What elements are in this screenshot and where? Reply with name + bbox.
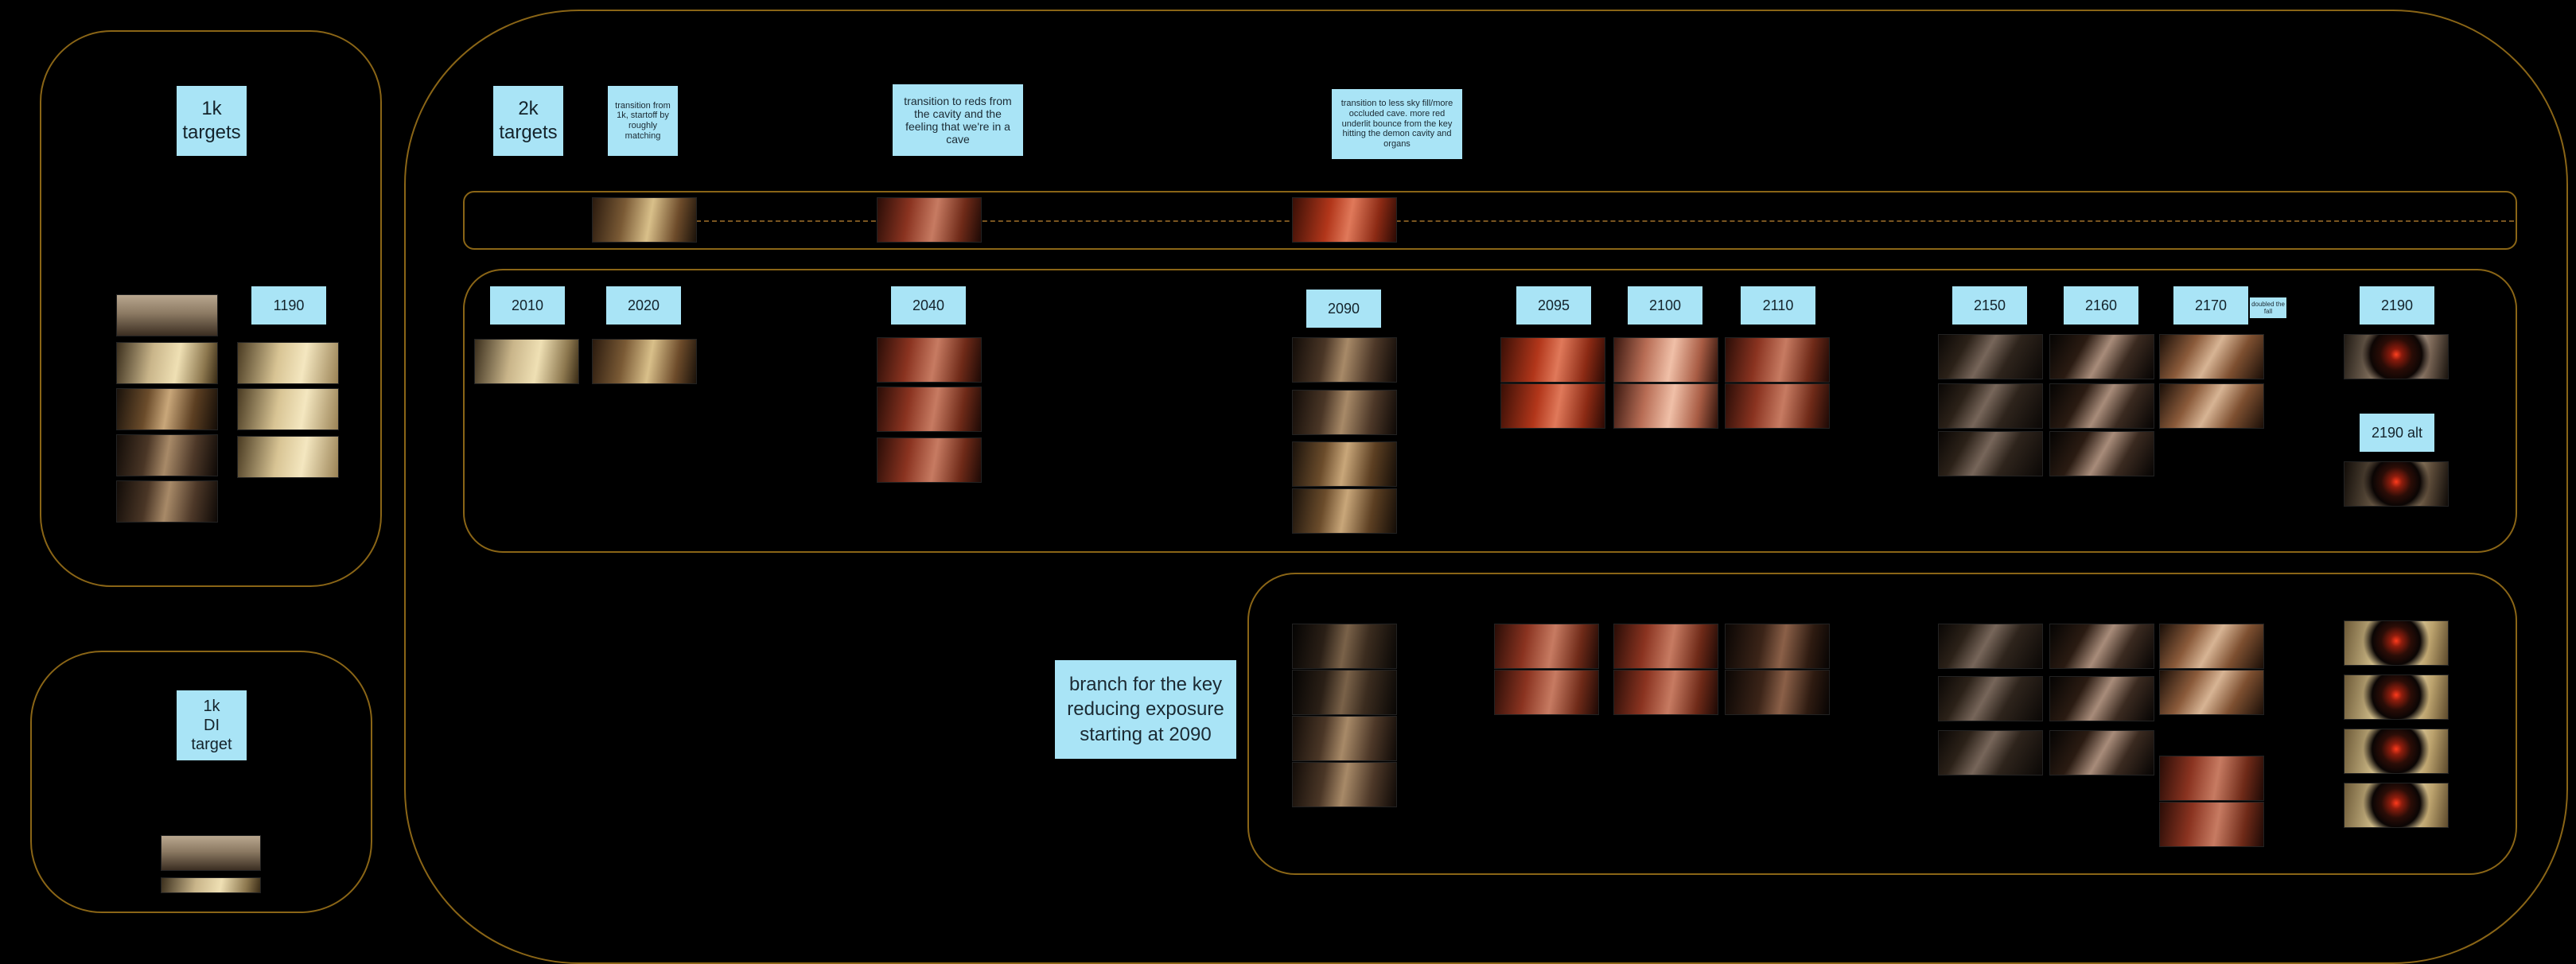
label-1k-di-target: 1k DI target — [177, 690, 247, 760]
thumbnail[interactable] — [1725, 624, 1830, 669]
thumbnail[interactable] — [2344, 620, 2449, 666]
thumbnail[interactable] — [1613, 670, 1718, 715]
thumbnail[interactable] — [877, 197, 982, 243]
thumbnail[interactable] — [1613, 383, 1718, 429]
label-2010: 2010 — [490, 286, 565, 325]
thumbnail[interactable] — [2049, 431, 2154, 476]
label-2190-alt: 2190 alt — [2360, 414, 2434, 452]
thumbnail[interactable] — [2159, 334, 2264, 379]
thumbnail[interactable] — [1500, 337, 1605, 383]
note-doubled-the-fall: doubled the fall — [2250, 297, 2286, 318]
thumbnail[interactable] — [116, 434, 218, 476]
thumbnail[interactable] — [1613, 624, 1718, 669]
thumbnail[interactable] — [237, 342, 339, 384]
thumbnail[interactable] — [116, 480, 218, 523]
thumbnail[interactable] — [592, 197, 697, 243]
thumbnail[interactable] — [1292, 488, 1397, 534]
thumbnail[interactable] — [2049, 624, 2154, 669]
thumbnail[interactable] — [877, 387, 982, 432]
frame-2k-row — [463, 191, 2517, 250]
thumbnail[interactable] — [1494, 670, 1599, 715]
thumbnail[interactable] — [2159, 624, 2264, 669]
thumbnail[interactable] — [474, 339, 579, 384]
thumbnail[interactable] — [592, 339, 697, 384]
note-transition-from-1k: transition from 1k, startoff by roughly … — [608, 86, 678, 156]
thumbnail[interactable] — [237, 388, 339, 430]
label-1190: 1190 — [251, 286, 326, 325]
thumbnail[interactable] — [1938, 676, 2043, 721]
note-less-sky-fill: transition to less sky fill/more occlude… — [1332, 89, 1462, 159]
thumbnail[interactable] — [1938, 383, 2043, 429]
thumbnail[interactable] — [237, 436, 339, 478]
thumbnail[interactable] — [2159, 670, 2264, 715]
thumbnail[interactable] — [2049, 676, 2154, 721]
thumbnail[interactable] — [1292, 762, 1397, 807]
label-2150: 2150 — [1952, 286, 2027, 325]
thumbnail[interactable] — [1938, 431, 2043, 476]
note-branch-key-exposure: branch for the key reducing exposure sta… — [1055, 660, 1236, 759]
thumbnail[interactable] — [1292, 441, 1397, 487]
thumbnail[interactable] — [2344, 674, 2449, 720]
thumbnail[interactable] — [1292, 670, 1397, 715]
note-transition-to-reds: transition to reds from the cavity and t… — [893, 84, 1023, 156]
label-2170: 2170 — [2173, 286, 2248, 325]
thumbnail[interactable] — [1725, 383, 1830, 429]
thumbnail[interactable] — [2049, 730, 2154, 775]
label-2110: 2110 — [1741, 286, 1815, 325]
thumbnail[interactable] — [1725, 337, 1830, 383]
thumbnail[interactable] — [116, 294, 218, 336]
label-2095: 2095 — [1516, 286, 1591, 325]
timeline-connector — [696, 220, 2514, 222]
thumbnail[interactable] — [1494, 624, 1599, 669]
thumbnail[interactable] — [2049, 383, 2154, 429]
thumbnail[interactable] — [2344, 783, 2449, 828]
thumbnail[interactable] — [1725, 670, 1830, 715]
label-2020: 2020 — [606, 286, 681, 325]
thumbnail[interactable] — [161, 877, 261, 893]
frame-main-grid — [463, 269, 2517, 553]
frame-1k-targets — [40, 30, 382, 587]
thumbnail[interactable] — [2344, 334, 2449, 379]
thumbnail[interactable] — [2159, 756, 2264, 801]
thumbnail[interactable] — [2344, 461, 2449, 507]
thumbnail[interactable] — [1613, 337, 1718, 383]
label-2190: 2190 — [2360, 286, 2434, 325]
thumbnail[interactable] — [2159, 802, 2264, 847]
frame-branch — [1247, 573, 2517, 875]
thumbnail[interactable] — [877, 437, 982, 483]
thumbnail[interactable] — [1292, 197, 1397, 243]
thumbnail[interactable] — [1292, 390, 1397, 435]
thumbnail[interactable] — [877, 337, 982, 383]
thumbnail[interactable] — [2344, 729, 2449, 774]
thumbnail[interactable] — [1938, 730, 2043, 775]
label-1k-targets: 1k targets — [177, 86, 247, 156]
thumbnail[interactable] — [1938, 624, 2043, 669]
label-2090: 2090 — [1306, 290, 1381, 328]
thumbnail[interactable] — [116, 342, 218, 384]
label-2100: 2100 — [1628, 286, 1702, 325]
thumbnail[interactable] — [1292, 716, 1397, 761]
thumbnail[interactable] — [2159, 383, 2264, 429]
thumbnail[interactable] — [1292, 337, 1397, 383]
thumbnail[interactable] — [1938, 334, 2043, 379]
label-2160: 2160 — [2064, 286, 2138, 325]
thumbnail[interactable] — [1500, 383, 1605, 429]
label-2k-targets: 2k targets — [493, 86, 563, 156]
thumbnail[interactable] — [1292, 624, 1397, 669]
thumbnail[interactable] — [116, 388, 218, 430]
thumbnail[interactable] — [161, 835, 261, 871]
label-2040: 2040 — [891, 286, 966, 325]
thumbnail[interactable] — [2049, 334, 2154, 379]
